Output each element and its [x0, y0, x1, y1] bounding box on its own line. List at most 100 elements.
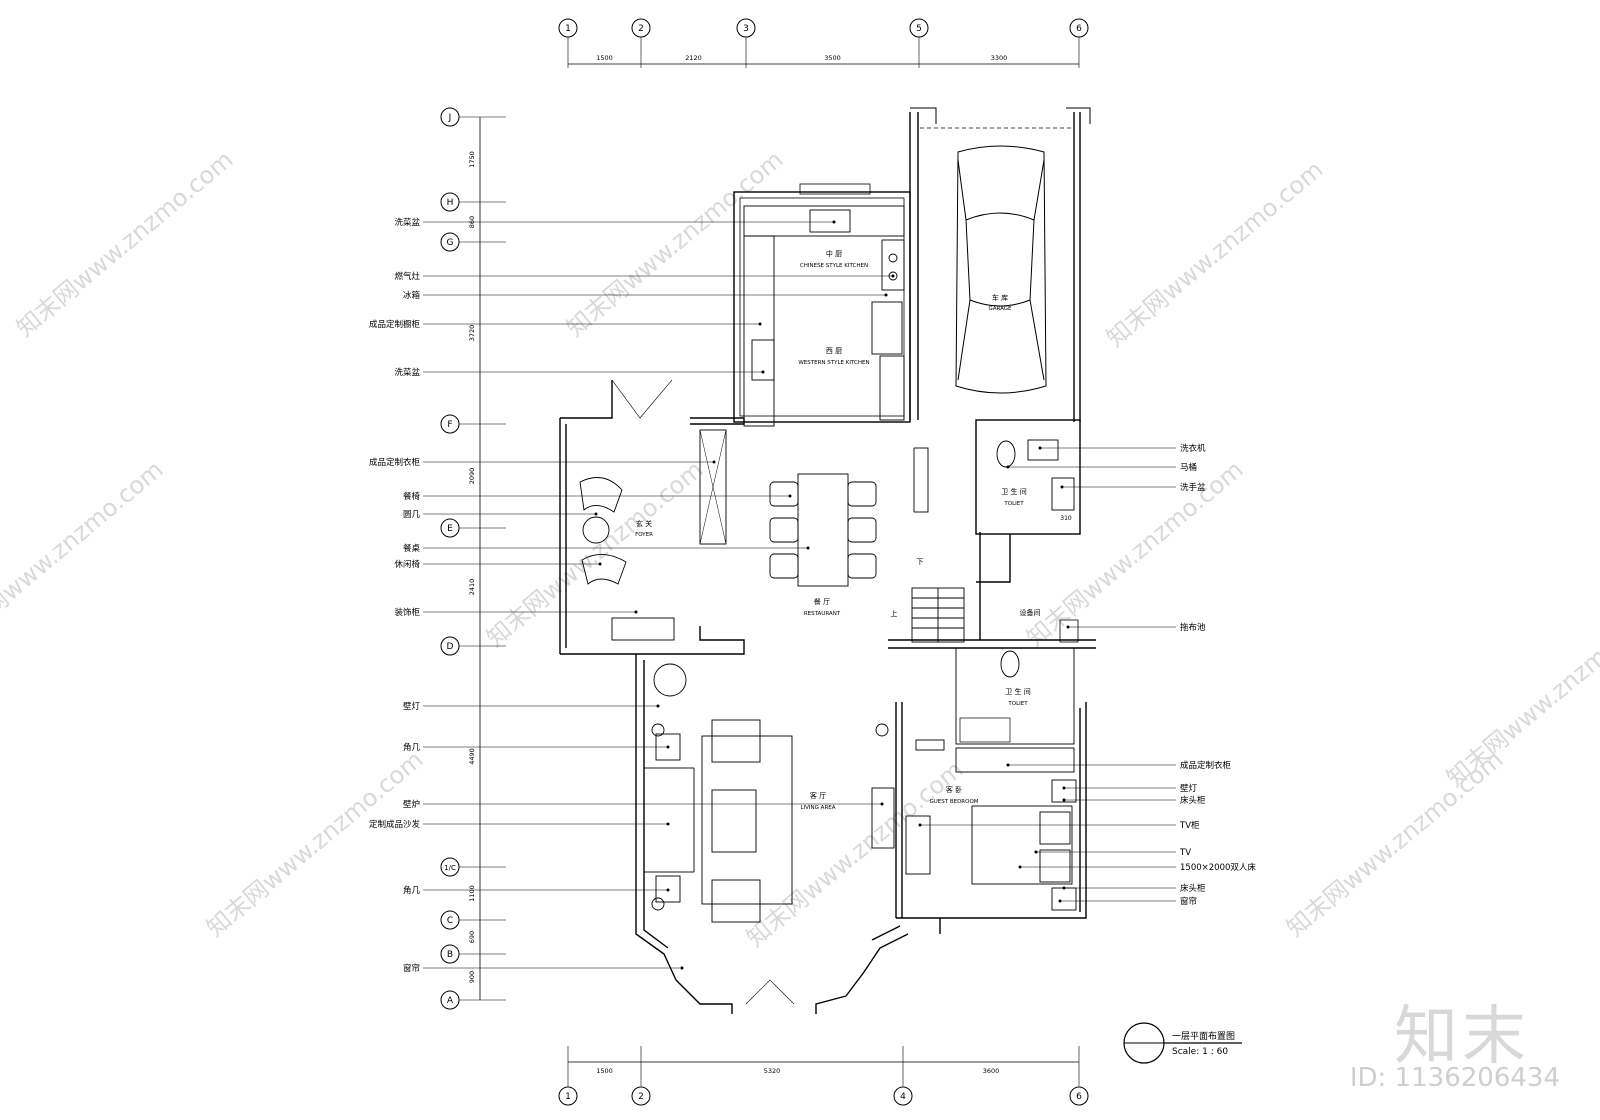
dining-table	[797, 473, 849, 587]
room-label-cn: 客 卧	[946, 785, 962, 794]
grid-bubble-label: 6	[1076, 1092, 1082, 1102]
callout-label: 壁灯	[403, 701, 421, 712]
dimension-text: 3300	[991, 54, 1008, 62]
dimension-text: 3600	[983, 1067, 1000, 1075]
grid-bubble-label: 3	[743, 24, 749, 34]
grid-bubble	[631, 18, 651, 38]
leader-dot	[712, 460, 716, 464]
dimension-text: 3720	[468, 325, 476, 342]
callout-label: 床头柜	[1180, 795, 1206, 806]
grid-bubble-label: F	[447, 420, 452, 430]
grid-bubble	[440, 192, 460, 212]
room-label-cn: 车 库	[992, 293, 1008, 302]
callout-label: 窗帘	[1180, 896, 1197, 907]
callout-label: 马桶	[1180, 462, 1197, 473]
leader-dot	[884, 293, 888, 297]
leisure-chair-1	[579, 477, 623, 513]
left-callouts: 洗菜盆燃气灶冰箱成品定制橱柜洗菜盆成品定制衣柜餐椅圆几餐桌休闲椅装饰柜壁灯角几壁…	[369, 217, 895, 974]
guest-toilet	[1000, 650, 1020, 678]
callout-label: 成品定制橱柜	[369, 319, 421, 330]
leader-dot	[806, 546, 810, 550]
plant	[653, 663, 687, 697]
toilet	[996, 440, 1016, 468]
grid-bubble	[440, 990, 460, 1010]
room-label-en: FOYER	[635, 532, 653, 538]
leader-dot	[1060, 485, 1064, 489]
leader-dot	[1018, 865, 1022, 869]
grid-bubble	[631, 1086, 651, 1106]
carpet	[701, 735, 793, 905]
room-label-cn: 卫 生 间	[1005, 687, 1030, 696]
leader-dot	[761, 370, 765, 374]
grid-bubble-label: 4	[900, 1092, 906, 1102]
leader-dot	[891, 274, 895, 278]
grid-bubble	[440, 910, 460, 930]
callout-label: 成品定制衣柜	[1180, 760, 1232, 771]
watermark-text: 知末网www.znzmo.com	[0, 455, 169, 652]
callout-label: 洗手盆	[1180, 482, 1206, 493]
callout-label: 角几	[403, 885, 421, 896]
room-label-cn: 餐 厅	[814, 597, 830, 606]
corner-table-1	[655, 733, 681, 761]
room-label-cn: 中 厨	[826, 249, 842, 258]
watermark-id: ID: 1136206434	[1349, 1063, 1560, 1093]
callout-label: 壁炉	[403, 799, 420, 810]
grid-bubble-label: 6	[1076, 24, 1082, 34]
room-label-en: TOLIET	[1003, 501, 1024, 507]
right-callouts: 洗衣机马桶洗手盆拖布池成品定制衣柜壁灯床头柜TV柜TV1500×2000双人床床…	[918, 443, 1256, 907]
fireplace	[871, 787, 895, 849]
callout-label: 餐椅	[403, 491, 421, 502]
dimension-text: 1100	[468, 885, 476, 902]
car	[955, 145, 1047, 394]
wash-basin	[1051, 477, 1075, 511]
room-label-cn: 卫 生 间	[1001, 487, 1026, 496]
room-label-en: GARAGE	[988, 306, 1012, 312]
drawing-title: 一层平面布置图	[1172, 1030, 1235, 1042]
dimension-310: 310	[1060, 515, 1072, 522]
nightstand-1	[1051, 779, 1077, 803]
dimension-text: 2410	[468, 579, 476, 596]
grid-bubble	[440, 107, 460, 127]
leader-dot	[666, 888, 670, 892]
grid-bubble	[440, 518, 460, 538]
callout-label: 1500×2000双人床	[1180, 862, 1256, 873]
leader-dot	[1066, 625, 1070, 629]
room-label-en: RESTAURANT	[804, 611, 841, 617]
callout-label: 休闲椅	[394, 559, 420, 570]
grid-bubble	[736, 18, 756, 38]
callout-label: 装饰柜	[394, 607, 420, 618]
room-label-cn: 西 厨	[826, 347, 842, 355]
room-label-cn: 设备间	[1020, 608, 1041, 617]
dimension-text: 900	[468, 971, 476, 983]
leader-dot	[594, 512, 598, 516]
leader-dot	[666, 822, 670, 826]
leader-dot	[788, 494, 792, 498]
armchair-top	[711, 719, 761, 763]
callout-label: TV柜	[1179, 820, 1200, 831]
washing-machine	[1027, 439, 1059, 461]
leader-dot	[1006, 763, 1010, 767]
watermark-brand: 知末	[1394, 1000, 1530, 1074]
drawing-scale: Scale: 1 : 60	[1172, 1047, 1228, 1057]
grid-bubble-label: 1/C	[444, 864, 456, 872]
callout-label: 成品定制衣柜	[369, 457, 421, 468]
callout-label: 洗菜盆	[394, 217, 420, 228]
grid-bubble-label: 5	[916, 24, 922, 34]
watermark-text: 知末网www.znzmo.com	[1101, 155, 1328, 352]
watermark-text: 知末网www.znzmo.com	[201, 745, 428, 942]
grid-bubble	[1069, 1086, 1089, 1106]
round-side-table	[582, 516, 610, 544]
leader-dot	[918, 823, 922, 827]
callout-label: 床头柜	[1180, 883, 1206, 894]
callout-label: 圆几	[403, 510, 421, 520]
leader-dot	[1062, 798, 1066, 802]
armchair-bottom	[711, 879, 761, 923]
grid-bubble-label: C	[447, 916, 453, 926]
kitchen-sink-side	[751, 339, 775, 381]
title-block: 一层平面布置图 Scale: 1 : 60	[1123, 1022, 1242, 1064]
grid-bubble-label: H	[447, 198, 454, 208]
leader-dot	[1034, 850, 1038, 854]
